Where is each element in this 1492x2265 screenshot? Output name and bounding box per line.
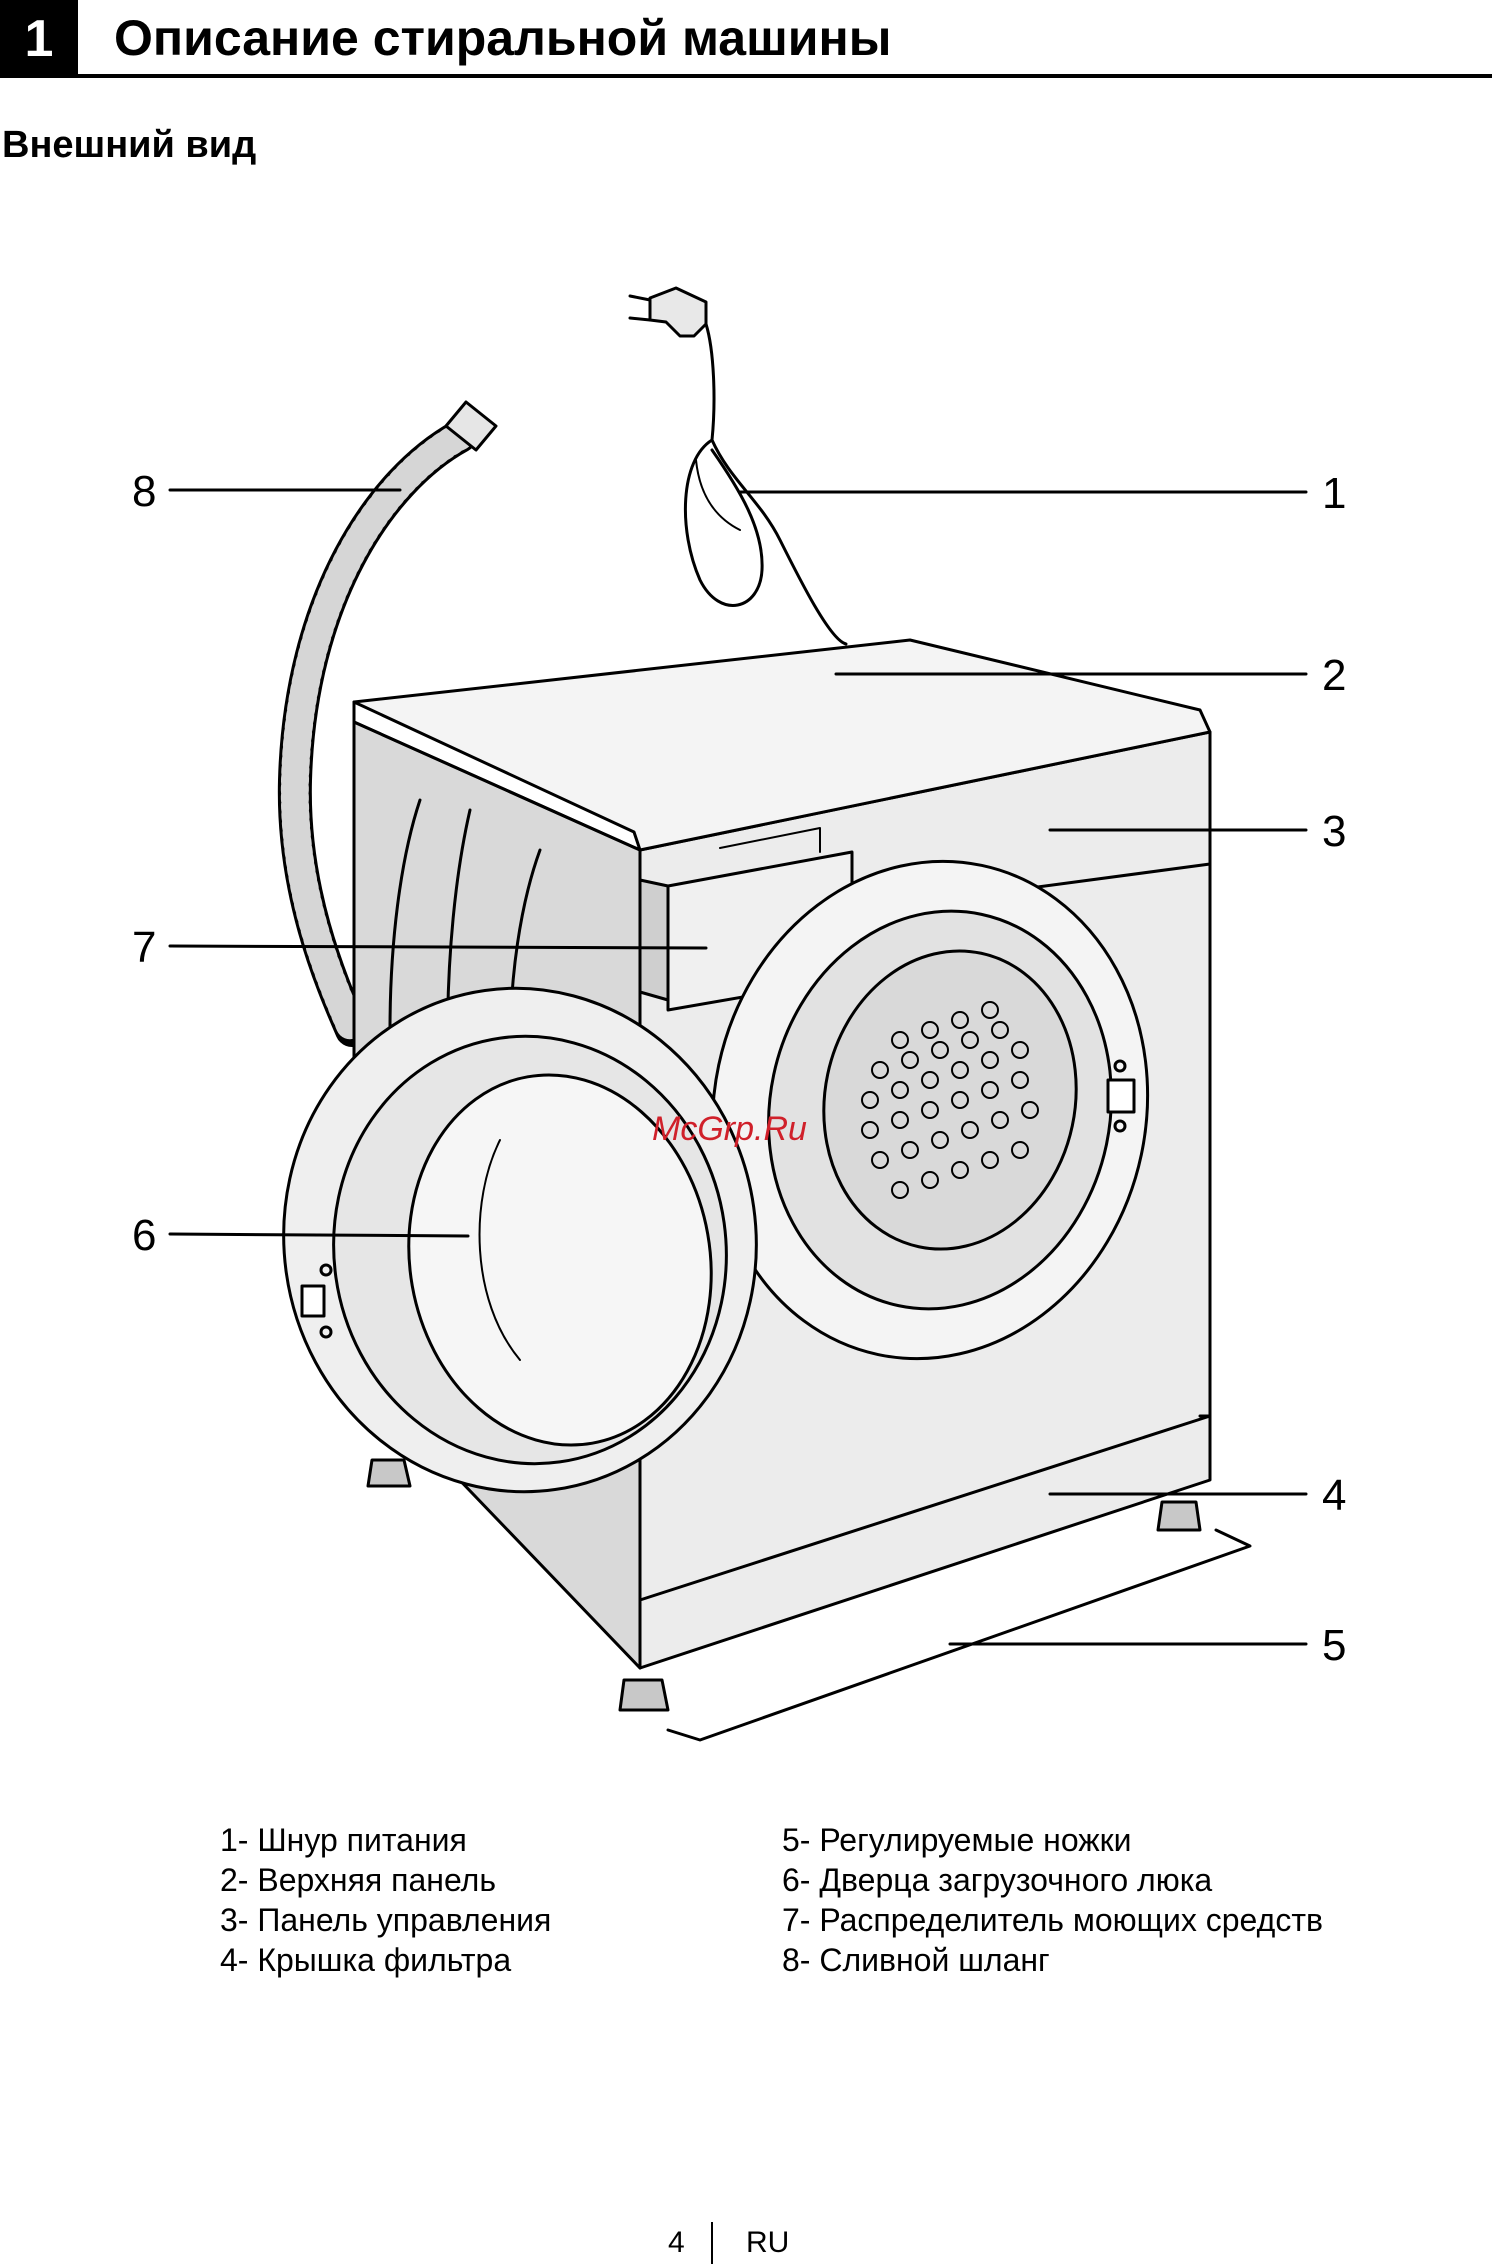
callout-4: 4 (1322, 1471, 1346, 1520)
section-header: 1 Описание стиральной машины (0, 0, 1492, 80)
section-number: 1 (0, 0, 78, 78)
legend-item: 5- Регулируемые ножки (782, 1820, 1323, 1860)
section-rule (78, 74, 1492, 78)
watermark-text: McGrp.Ru (652, 1110, 807, 1148)
callout-1: 1 (1322, 469, 1346, 518)
legend-item: 2- Верхняя панель (220, 1860, 551, 1900)
legend-item: 3- Панель управления (220, 1900, 551, 1940)
section-title: Описание стиральной машины (114, 6, 891, 70)
subheading: Внешний вид (2, 124, 256, 167)
legend-right-column: 5- Регулируемые ножки 6- Дверца загрузоч… (782, 1820, 1323, 1980)
callout-5: 5 (1322, 1621, 1346, 1670)
washing-machine-diagram: 8 1 2 3 7 6 4 5 McGrp.Ru (0, 240, 1492, 1760)
callout-2: 2 (1322, 651, 1346, 700)
language-code: RU (746, 2226, 789, 2260)
legend-item: 6- Дверца загрузочного люка (782, 1860, 1323, 1900)
callout-7: 7 (132, 923, 156, 972)
legend-item: 7- Распределитель моющих средств (782, 1900, 1323, 1940)
page-number: 4 (668, 2226, 685, 2260)
callout-3: 3 (1322, 807, 1346, 856)
legend-left-column: 1- Шнур питания 2- Верхняя панель 3- Пан… (220, 1820, 551, 1980)
legend-item: 4- Крышка фильтра (220, 1940, 551, 1980)
legend-item: 8- Сливной шланг (782, 1940, 1323, 1980)
footer-separator (711, 2222, 713, 2264)
callout-6: 6 (132, 1211, 156, 1260)
legend-item: 1- Шнур питания (220, 1820, 551, 1860)
power-cord-illustration (630, 288, 846, 644)
callout-8: 8 (132, 467, 156, 516)
